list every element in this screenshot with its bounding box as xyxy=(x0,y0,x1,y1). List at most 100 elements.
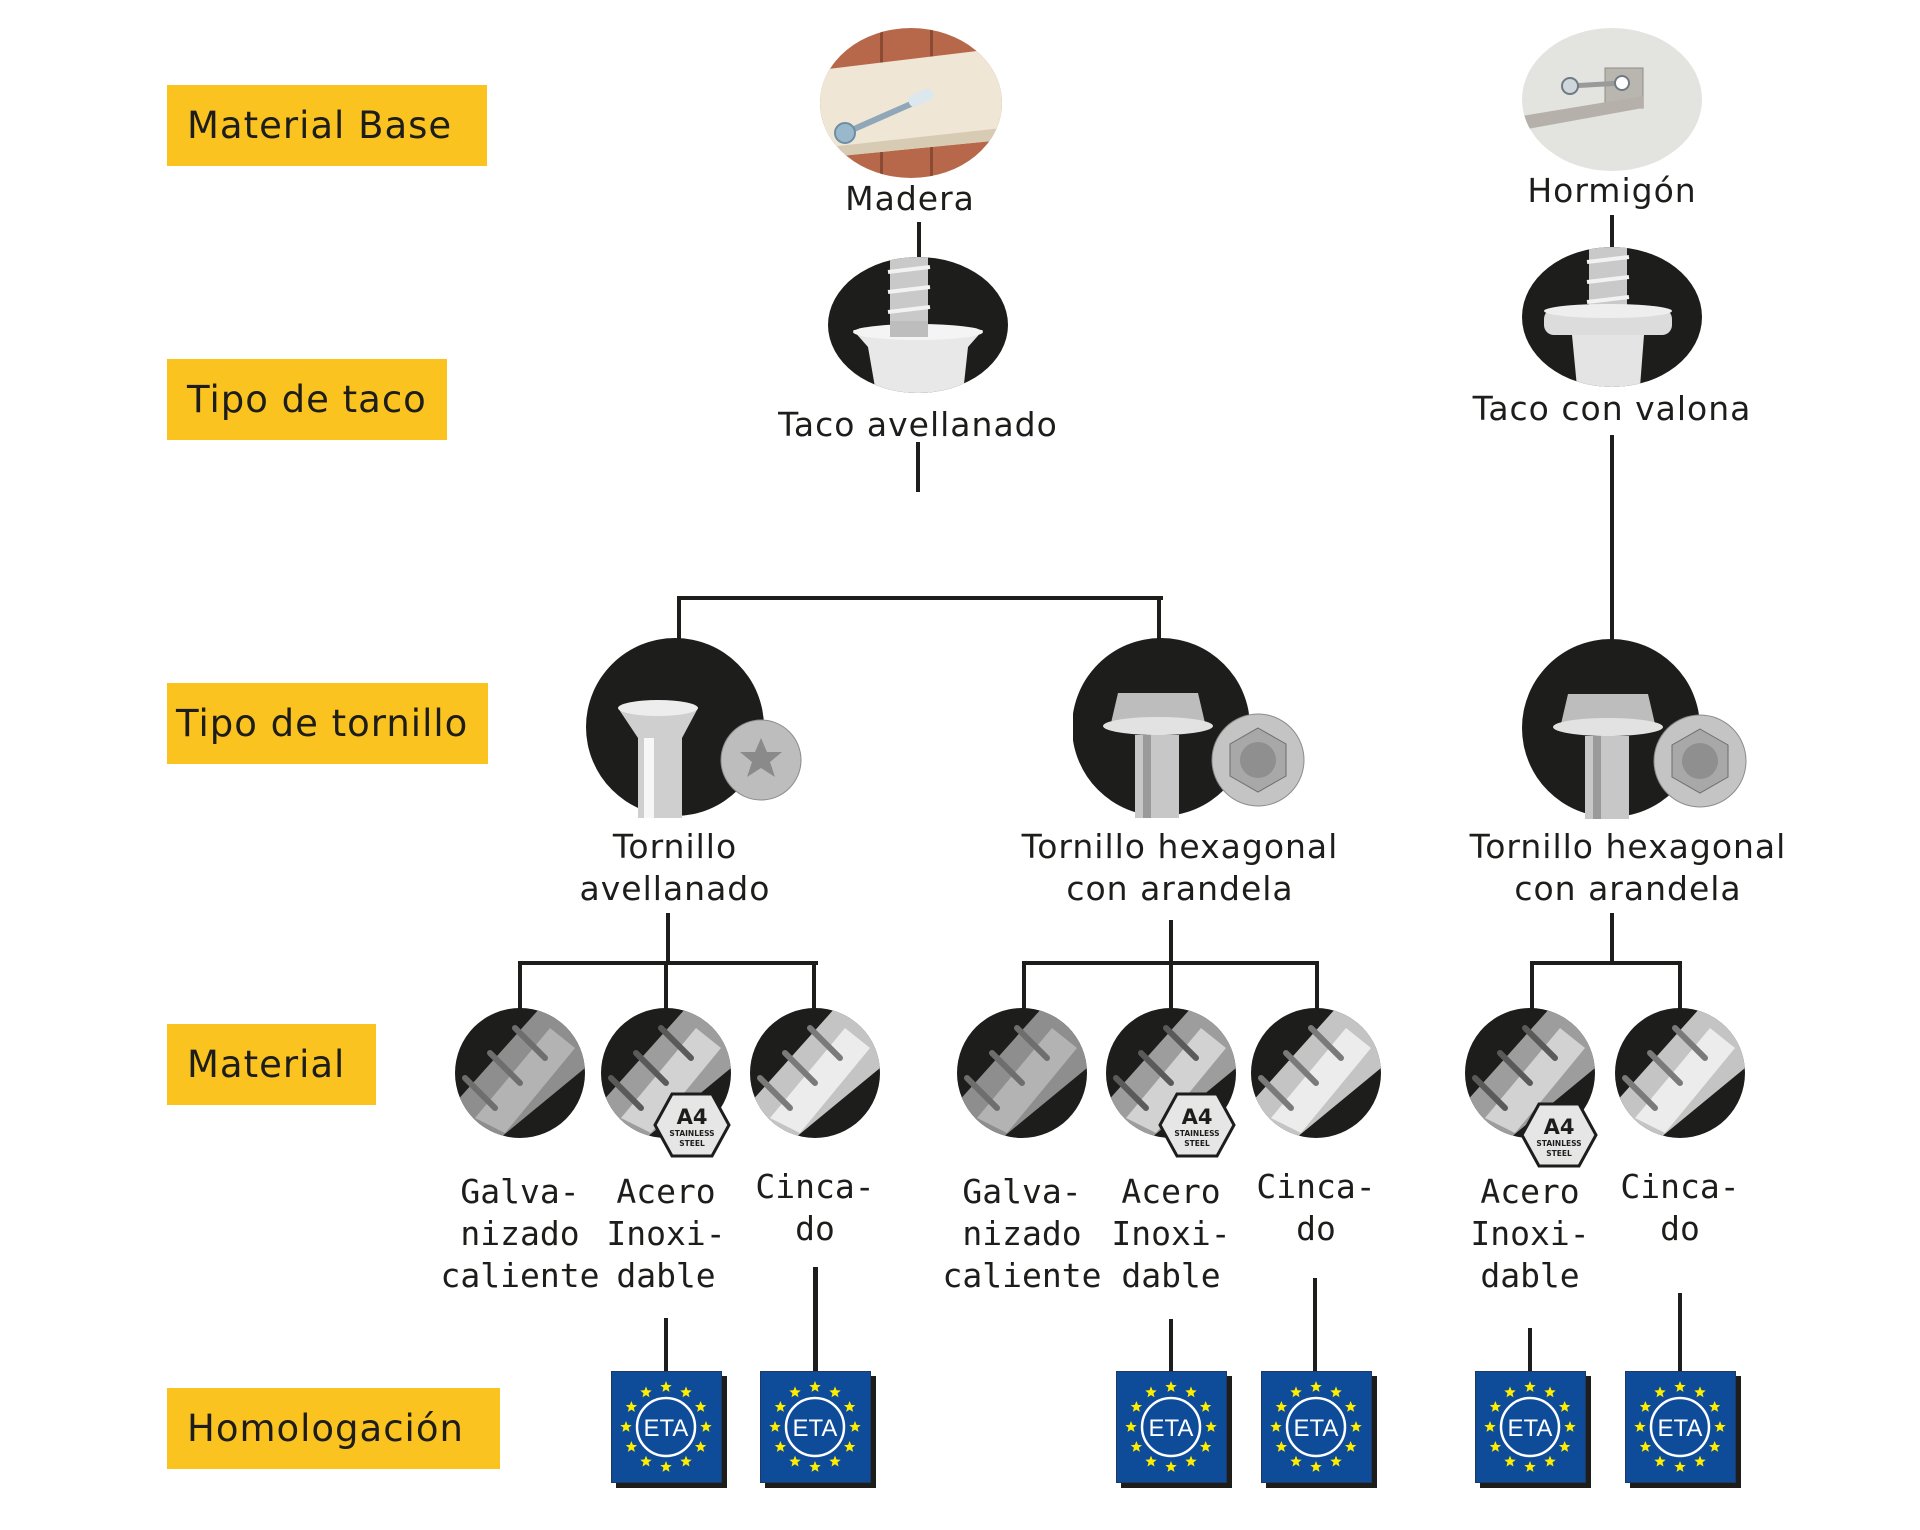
screw-label-line2: con arandela xyxy=(1066,869,1294,908)
eu-star-icon xyxy=(829,1386,841,1398)
screw-photo-avellanado xyxy=(586,638,806,818)
eu-star-icon xyxy=(1484,1421,1496,1432)
eu-star-icon xyxy=(1290,1455,1302,1467)
eu-star-icon xyxy=(1504,1386,1516,1398)
eu-star-icon xyxy=(1125,1421,1137,1432)
screw-label-hexagonal-1: Tornillo hexagonal con arandela xyxy=(980,826,1380,910)
eu-star-icon xyxy=(1165,1381,1177,1392)
eta-badge-text: ETA xyxy=(1508,1415,1553,1442)
category-label-tipo-taco: Tipo de taco xyxy=(167,359,447,440)
eu-stars-circle-icon: ETA xyxy=(1484,1381,1576,1472)
category-label-material: Material xyxy=(167,1024,376,1105)
material-label: Cinca- do xyxy=(1620,1167,1740,1248)
plug-photo-valona xyxy=(1522,247,1702,387)
eu-star-icon xyxy=(774,1441,787,1452)
connector-line xyxy=(917,222,921,257)
connector-line xyxy=(1530,961,1682,965)
screw-thread-icon xyxy=(750,1008,880,1138)
eu-star-icon xyxy=(843,1401,856,1412)
plug-label-avellanado: Taco avellanado xyxy=(778,405,1058,444)
eu-star-icon xyxy=(1654,1386,1666,1398)
eta-approval-badge: ETA xyxy=(611,1371,722,1483)
eu-star-icon xyxy=(774,1401,787,1412)
screw-label-line2: avellanado xyxy=(579,869,771,908)
connector-line xyxy=(1528,1328,1532,1372)
eta-approval-badge: ETA xyxy=(1475,1371,1586,1483)
a4-badge-line1: STAINLESS xyxy=(1174,1129,1219,1138)
a4-badge-title: A4 xyxy=(677,1105,708,1129)
category-text: Material xyxy=(187,1043,346,1086)
eu-stars-circle-icon: ETA xyxy=(769,1381,861,1472)
eu-star-icon xyxy=(1708,1401,1721,1412)
eu-star-icon xyxy=(660,1381,672,1392)
category-label-material-base: Material Base xyxy=(167,85,487,166)
connector-line xyxy=(916,442,920,492)
eu-star-icon xyxy=(789,1386,801,1398)
connector-line xyxy=(1678,1293,1682,1372)
eu-star-icon xyxy=(1524,1381,1536,1392)
screw-photo-hexagonal-1 xyxy=(1072,638,1305,818)
connector-line xyxy=(1313,1278,1317,1372)
eu-star-icon xyxy=(1634,1421,1646,1432)
a4-badge-line1: STAINLESS xyxy=(669,1129,714,1138)
screw-label-line1: Tornillo xyxy=(612,827,738,866)
eu-star-icon xyxy=(680,1386,692,1398)
countersunk-screw-icon xyxy=(586,638,802,818)
connector-line xyxy=(677,596,681,640)
plug-label-valona: Taco con valona xyxy=(1472,389,1752,428)
wood-beam-fixing-icon xyxy=(820,28,1002,178)
base-material-label-hormigon: Hormigón xyxy=(1527,171,1697,210)
eu-star-icon xyxy=(1694,1455,1706,1467)
eta-approval-badge: ETA xyxy=(1116,1371,1227,1483)
connector-line xyxy=(1315,961,1319,1009)
eu-star-icon xyxy=(1654,1455,1666,1467)
eu-star-icon xyxy=(1489,1401,1502,1412)
eu-star-icon xyxy=(694,1441,707,1452)
material-photo-hot-dip-galvanized xyxy=(455,1008,585,1138)
eu-star-icon xyxy=(660,1461,672,1472)
eu-star-icon xyxy=(1714,1421,1726,1432)
eu-star-icon xyxy=(1344,1401,1357,1412)
eu-star-icon xyxy=(1524,1461,1536,1472)
base-material-photo-hormigon xyxy=(1522,28,1702,171)
eu-star-icon xyxy=(1558,1401,1571,1412)
eu-star-icon xyxy=(625,1441,638,1452)
category-text: Tipo de taco xyxy=(187,378,427,421)
connector-line xyxy=(1610,215,1614,247)
eu-star-icon xyxy=(1165,1461,1177,1472)
eta-badge-text: ETA xyxy=(1294,1415,1339,1442)
eu-star-icon xyxy=(1330,1455,1342,1467)
category-text: Tipo de tornillo xyxy=(176,702,469,745)
category-label-tipo-tornillo: Tipo de tornillo xyxy=(167,683,488,764)
eta-badge-text: ETA xyxy=(644,1415,689,1442)
screw-label-line1: Tornillo hexagonal xyxy=(1469,827,1787,866)
eu-star-icon xyxy=(829,1455,841,1467)
eta-approval-badge: ETA xyxy=(760,1371,871,1483)
connector-line xyxy=(518,961,522,1009)
connector-line xyxy=(677,596,1163,600)
eu-star-icon xyxy=(694,1401,707,1412)
eu-star-icon xyxy=(769,1421,781,1432)
connector-line xyxy=(812,961,816,1009)
eu-star-icon xyxy=(1199,1441,1212,1452)
eu-stars-circle-icon: ETA xyxy=(1125,1381,1217,1472)
hex-washer-screw-icon xyxy=(1522,639,1747,819)
connector-line xyxy=(1530,961,1534,1009)
category-label-homologacion: Homologación xyxy=(167,1388,500,1469)
eu-star-icon xyxy=(680,1455,692,1467)
eta-approval-badge: ETA xyxy=(1261,1371,1372,1483)
a4-badge-line2: STEEL xyxy=(1184,1139,1210,1148)
eta-badge-text: ETA xyxy=(1149,1415,1194,1442)
screw-thread-icon xyxy=(455,1008,585,1138)
base-material-label-madera: Madera xyxy=(845,179,975,218)
connector-line xyxy=(1610,435,1614,640)
material-label: Acero Inoxi- dable xyxy=(1111,1172,1231,1295)
eu-star-icon xyxy=(1275,1441,1288,1452)
eu-star-icon xyxy=(849,1421,861,1432)
category-text: Homologación xyxy=(187,1407,464,1450)
eu-star-icon xyxy=(1275,1401,1288,1412)
eu-star-icon xyxy=(789,1455,801,1467)
